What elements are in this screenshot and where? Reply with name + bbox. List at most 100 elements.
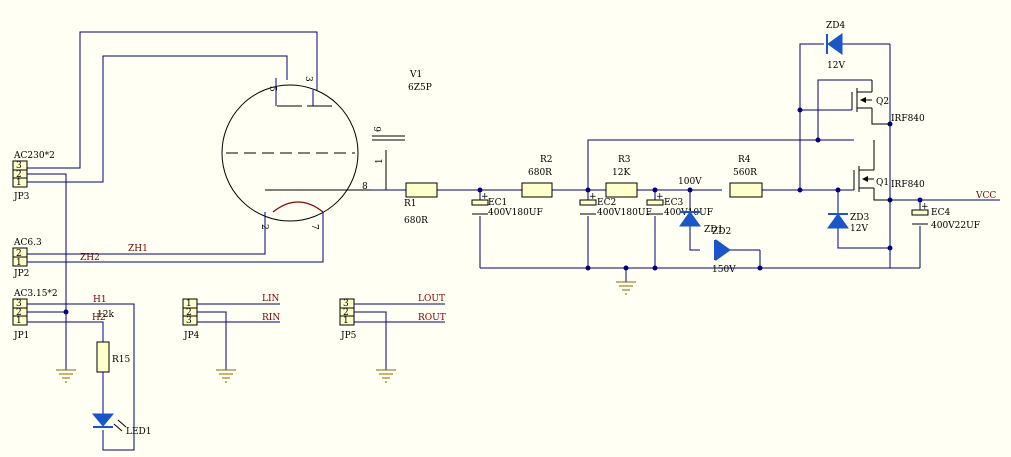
net-label-rout: ROUT (418, 313, 446, 323)
tube-pin-7: 7 (309, 224, 319, 230)
jp1-designator: JP1 (13, 331, 29, 341)
jp2-designator: JP2 (13, 269, 29, 279)
ec3-designator: EC3 (664, 198, 683, 208)
jp3-center-tap-wire (27, 173, 67, 370)
r3-designator: R3 (618, 155, 631, 165)
jp4-pin-2: 2 (186, 308, 192, 318)
net-label-lout: LOUT (418, 294, 445, 304)
ec1-value: 400V180UF (488, 208, 543, 218)
net-label-zh1: ZH1 (128, 244, 148, 254)
resistor-r2[interactable]: R2 680R (521, 155, 553, 198)
connector-jp5[interactable]: 3 2 1 JP5 (339, 298, 357, 341)
net-label-rin: RIN (262, 313, 280, 323)
mosfet-q1[interactable]: Q1 IRF840 (853, 140, 925, 201)
tube-pin-1: 1 (375, 158, 385, 164)
zener-zd4[interactable]: ZD4 12V (826, 21, 845, 71)
r2-designator: R2 (540, 155, 553, 165)
zd3-value: 12V (850, 224, 868, 234)
jp2-value: AC6.3 (13, 238, 42, 248)
capacitor-ec3[interactable]: + EC3 400V10UF (646, 192, 713, 218)
jp3-value: AC230*2 (13, 151, 55, 161)
capacitor-ec4[interactable]: + EC4 400V22UF (911, 202, 980, 231)
jp1-wiring (27, 303, 135, 451)
jp1-pin-3: 3 (16, 299, 22, 309)
r15-designator: R15 (112, 355, 131, 365)
ec2-plus-sign: + (589, 192, 597, 202)
zd3-designator: ZD3 (850, 213, 869, 223)
tube-pin-6: 6 (374, 126, 384, 132)
resistor-r15[interactable]: 12k R15 (96, 310, 131, 414)
resistor-r3[interactable]: R3 12K (605, 155, 638, 198)
tube-v1[interactable]: V1 6Z5P 5 3 6 1 8 2 7 (221, 70, 432, 230)
tube-pin-3: 3 (303, 76, 313, 82)
zd4-value: 12V (827, 61, 845, 71)
q1-designator: Q1 (876, 178, 889, 188)
tube-wiring (27, 31, 324, 263)
zener-zd1[interactable]: ZD1 (679, 211, 723, 235)
q2-value: IRF840 (891, 114, 925, 124)
ec2-value: 400V180UF (597, 208, 652, 218)
jp5-pin-2: 2 (343, 308, 349, 318)
net-label-h1: H1 (93, 295, 107, 305)
ec1-designator: EC1 (488, 198, 507, 208)
connector-jp1[interactable]: 3 2 1 AC3.15*2 JP1 (12, 289, 58, 341)
connector-jp2[interactable]: 2 1 AC6.3 JP2 (12, 238, 42, 279)
ec4-value: 400V22UF (931, 221, 980, 231)
jp4-pin-3: 3 (186, 316, 192, 326)
ec2-designator: EC2 (597, 198, 616, 208)
zd1-designator: ZD1 (704, 225, 723, 235)
ec4-designator: EC4 (931, 208, 950, 218)
tube-value: 6Z5P (408, 83, 432, 93)
ec4-plus-sign: + (921, 202, 929, 212)
resistor-r4[interactable]: R4 560R (729, 155, 763, 198)
net-label-vcc: VCC (975, 191, 996, 201)
r3-value: 12K (612, 168, 630, 178)
tube-pin-8: 8 (362, 182, 368, 192)
ec1-plus-sign: + (481, 192, 489, 202)
mosfet-q2[interactable]: Q2 IRF840 (851, 80, 925, 125)
jp2-pin-2: 2 (16, 249, 22, 259)
net-label-lin: LIN (262, 294, 280, 304)
jp5-wiring (354, 303, 445, 383)
mosfet-wiring (797, 43, 1000, 268)
zener-zd3[interactable]: ZD3 12V (827, 213, 869, 234)
connector-jp3[interactable]: 3 2 1 AC230*2 JP3 (12, 151, 55, 202)
jp3-pin-1: 1 (16, 178, 22, 188)
r4-designator: R4 (738, 155, 751, 165)
jp3-pin-2: 2 (16, 170, 22, 180)
capacitor-ec1[interactable]: + EC1 400V180UF (471, 192, 543, 218)
ground-symbol-jp3 (56, 369, 76, 383)
tube-designator: V1 (409, 70, 422, 80)
led1-designator: LED1 (126, 427, 152, 437)
ec3-plus-sign: + (656, 192, 664, 202)
zd2-designator: ZD2 (712, 227, 731, 237)
jp4-designator: JP4 (183, 331, 200, 341)
jp4-wiring (197, 303, 280, 383)
jp4-pin-1: 1 (186, 299, 192, 309)
jp1-pin-2: 2 (16, 308, 22, 318)
resistor-r1[interactable]: R1 680R (404, 182, 438, 226)
r15-value: 12k (97, 310, 114, 320)
jp1-pin-1: 1 (16, 316, 22, 326)
led-led1[interactable]: LED1 (91, 413, 152, 437)
tube-pin-2: 2 (259, 224, 269, 230)
jp2-pin-1: 1 (16, 258, 22, 268)
zd4-designator: ZD4 (826, 21, 845, 31)
zd2-value: 150V (712, 265, 736, 275)
capacitor-ec2[interactable]: + EC2 400V180UF (579, 192, 652, 218)
jp5-pin-3: 3 (343, 299, 349, 309)
connector-jp4[interactable]: 1 2 3 JP4 (182, 298, 200, 341)
zener-zd2[interactable]: ZD2 150V (712, 227, 736, 275)
net-label-100v: 100V (678, 177, 702, 187)
r2-value: 680R (528, 168, 552, 178)
tube-pin-5: 5 (267, 86, 277, 92)
r4-value: 560R (733, 168, 757, 178)
r1-value: 680R (404, 216, 428, 226)
q2-designator: Q2 (876, 97, 889, 107)
jp3-designator: JP3 (13, 192, 30, 202)
jp1-value: AC3.15*2 (13, 289, 58, 299)
net-label-h2: H2 (92, 313, 106, 323)
net-label-zh2: ZH2 (80, 253, 100, 263)
q1-value: IRF840 (891, 180, 925, 190)
